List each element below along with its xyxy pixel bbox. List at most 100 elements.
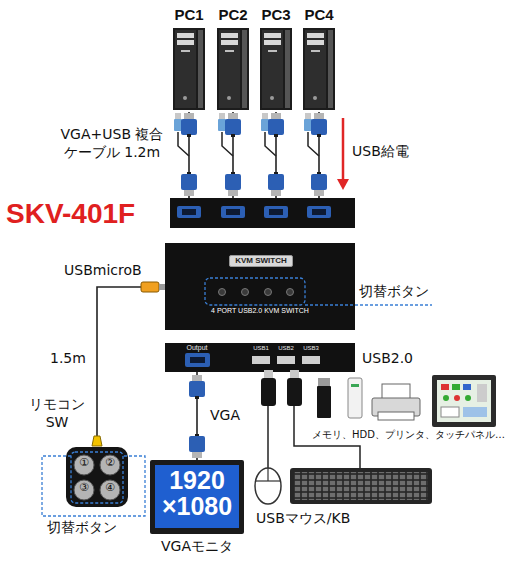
illustration-part <box>318 378 330 387</box>
connector-label: USBmicroB <box>64 262 154 280</box>
cable-line <box>97 287 165 446</box>
node-text: ② <box>100 456 120 469</box>
illustration-part <box>255 480 281 481</box>
kvm-back-panel: SKV-401F <box>4 198 355 228</box>
edge-label: VGA <box>209 407 241 425</box>
illustration-part <box>217 28 249 110</box>
illustration-part <box>267 405 269 468</box>
illustration-part <box>173 28 205 110</box>
node-text: USB2 <box>275 345 297 352</box>
illustration-part <box>378 412 414 420</box>
illustration-part <box>181 172 197 196</box>
switch-button-label: 切替ボタン <box>46 519 144 537</box>
remote-switch: ①②③④ <box>62 446 132 510</box>
illustration-part <box>311 172 327 196</box>
node-text: ③ <box>74 481 94 494</box>
illustration-part <box>150 460 244 534</box>
remote-label: リモコン SW <box>26 396 88 431</box>
illustration-part <box>165 343 355 372</box>
illustration-part <box>182 209 326 215</box>
illustration-part <box>177 206 331 218</box>
peripheral-label: メモリ、HDD、プリンタ、タッチパネル… <box>312 429 512 442</box>
node-text: USB1 <box>250 345 272 352</box>
pc-tower: PC4 <box>297 4 341 112</box>
illustration-part <box>66 447 128 507</box>
illustration-part <box>268 113 284 137</box>
node-text: PC2 <box>211 6 255 24</box>
illustration-part <box>170 198 355 228</box>
node-text: 4 PORT USB2.0 KVM SWITCH <box>185 307 335 315</box>
illustration-part <box>252 356 270 364</box>
illustration-part <box>351 384 359 387</box>
length-label: 1.5m <box>50 350 94 368</box>
illustration-part <box>443 395 449 401</box>
node-text: 1920 ×1080 <box>155 467 239 520</box>
node-text: VGAモニタ <box>148 538 246 555</box>
illustration-part <box>463 384 471 390</box>
illustration-part <box>205 278 305 305</box>
kvm-front-panel: KVM SWITCH4 PORT USB2.0 KVM SWITCH <box>165 243 355 330</box>
kvm-output-panel: OutputUSB1USB2USB3 <box>165 343 355 372</box>
illustration-part <box>305 304 432 305</box>
illustration-part <box>182 209 196 215</box>
illustration-part <box>252 356 320 364</box>
node-text: PC4 <box>297 6 341 24</box>
illustration-part <box>226 209 240 215</box>
node-text: SKV-401F <box>6 197 168 231</box>
illustration-part <box>190 357 205 363</box>
illustration-part <box>348 378 362 418</box>
illustration-part <box>42 456 145 516</box>
vga-monitor: 1920 ×1080VGAモニタ <box>148 460 246 560</box>
illustration-part <box>267 468 268 481</box>
illustration-part <box>290 370 299 379</box>
illustration-part <box>100 455 120 475</box>
illustration-part <box>225 113 241 137</box>
node-text: PC1 <box>167 6 211 24</box>
illustration-part <box>312 209 326 215</box>
illustration-part <box>268 172 284 196</box>
illustration-part <box>342 118 345 180</box>
illustration-part <box>463 407 487 417</box>
illustration-part <box>441 407 459 417</box>
illustration-part <box>74 480 94 500</box>
illustration-part <box>287 289 294 296</box>
illustration-part <box>218 113 226 131</box>
illustration-part <box>454 395 460 401</box>
illustration-part <box>287 378 302 406</box>
illustration-part <box>261 378 276 406</box>
illustration-part <box>159 284 165 290</box>
node-text: ① <box>74 456 94 469</box>
illustration-part <box>465 395 471 401</box>
illustration-part <box>181 113 197 137</box>
illustration-part <box>303 28 335 110</box>
illustration-part <box>304 113 312 131</box>
illustration-part <box>178 132 319 156</box>
illustration-part <box>92 436 102 446</box>
illustration-part <box>265 289 272 296</box>
illustration-part <box>452 384 460 390</box>
illustration-part <box>302 356 320 364</box>
node-text: USB3 <box>300 345 322 352</box>
illustration-part <box>189 434 205 458</box>
illustration-part <box>74 455 120 500</box>
illustration-part <box>311 113 327 137</box>
device-label: USBマウス/KB <box>256 510 376 528</box>
illustration-part <box>317 386 331 418</box>
illustration-part <box>174 113 182 131</box>
illustration-part <box>437 380 491 422</box>
illustration-part <box>165 243 355 330</box>
pc-tower: PC2 <box>211 4 255 112</box>
illustration-part <box>441 384 487 417</box>
illustration-part <box>294 472 428 500</box>
port-label: USB2.0 <box>362 350 432 368</box>
illustration-part <box>290 468 432 504</box>
illustration-part <box>255 468 281 504</box>
illustration-part <box>74 455 94 475</box>
illustration-part <box>221 206 245 218</box>
illustration-part <box>260 28 292 110</box>
illustration-part <box>264 206 288 218</box>
node-text: PC3 <box>254 6 298 24</box>
illustration-part <box>225 172 241 196</box>
illustration-part <box>441 384 449 390</box>
